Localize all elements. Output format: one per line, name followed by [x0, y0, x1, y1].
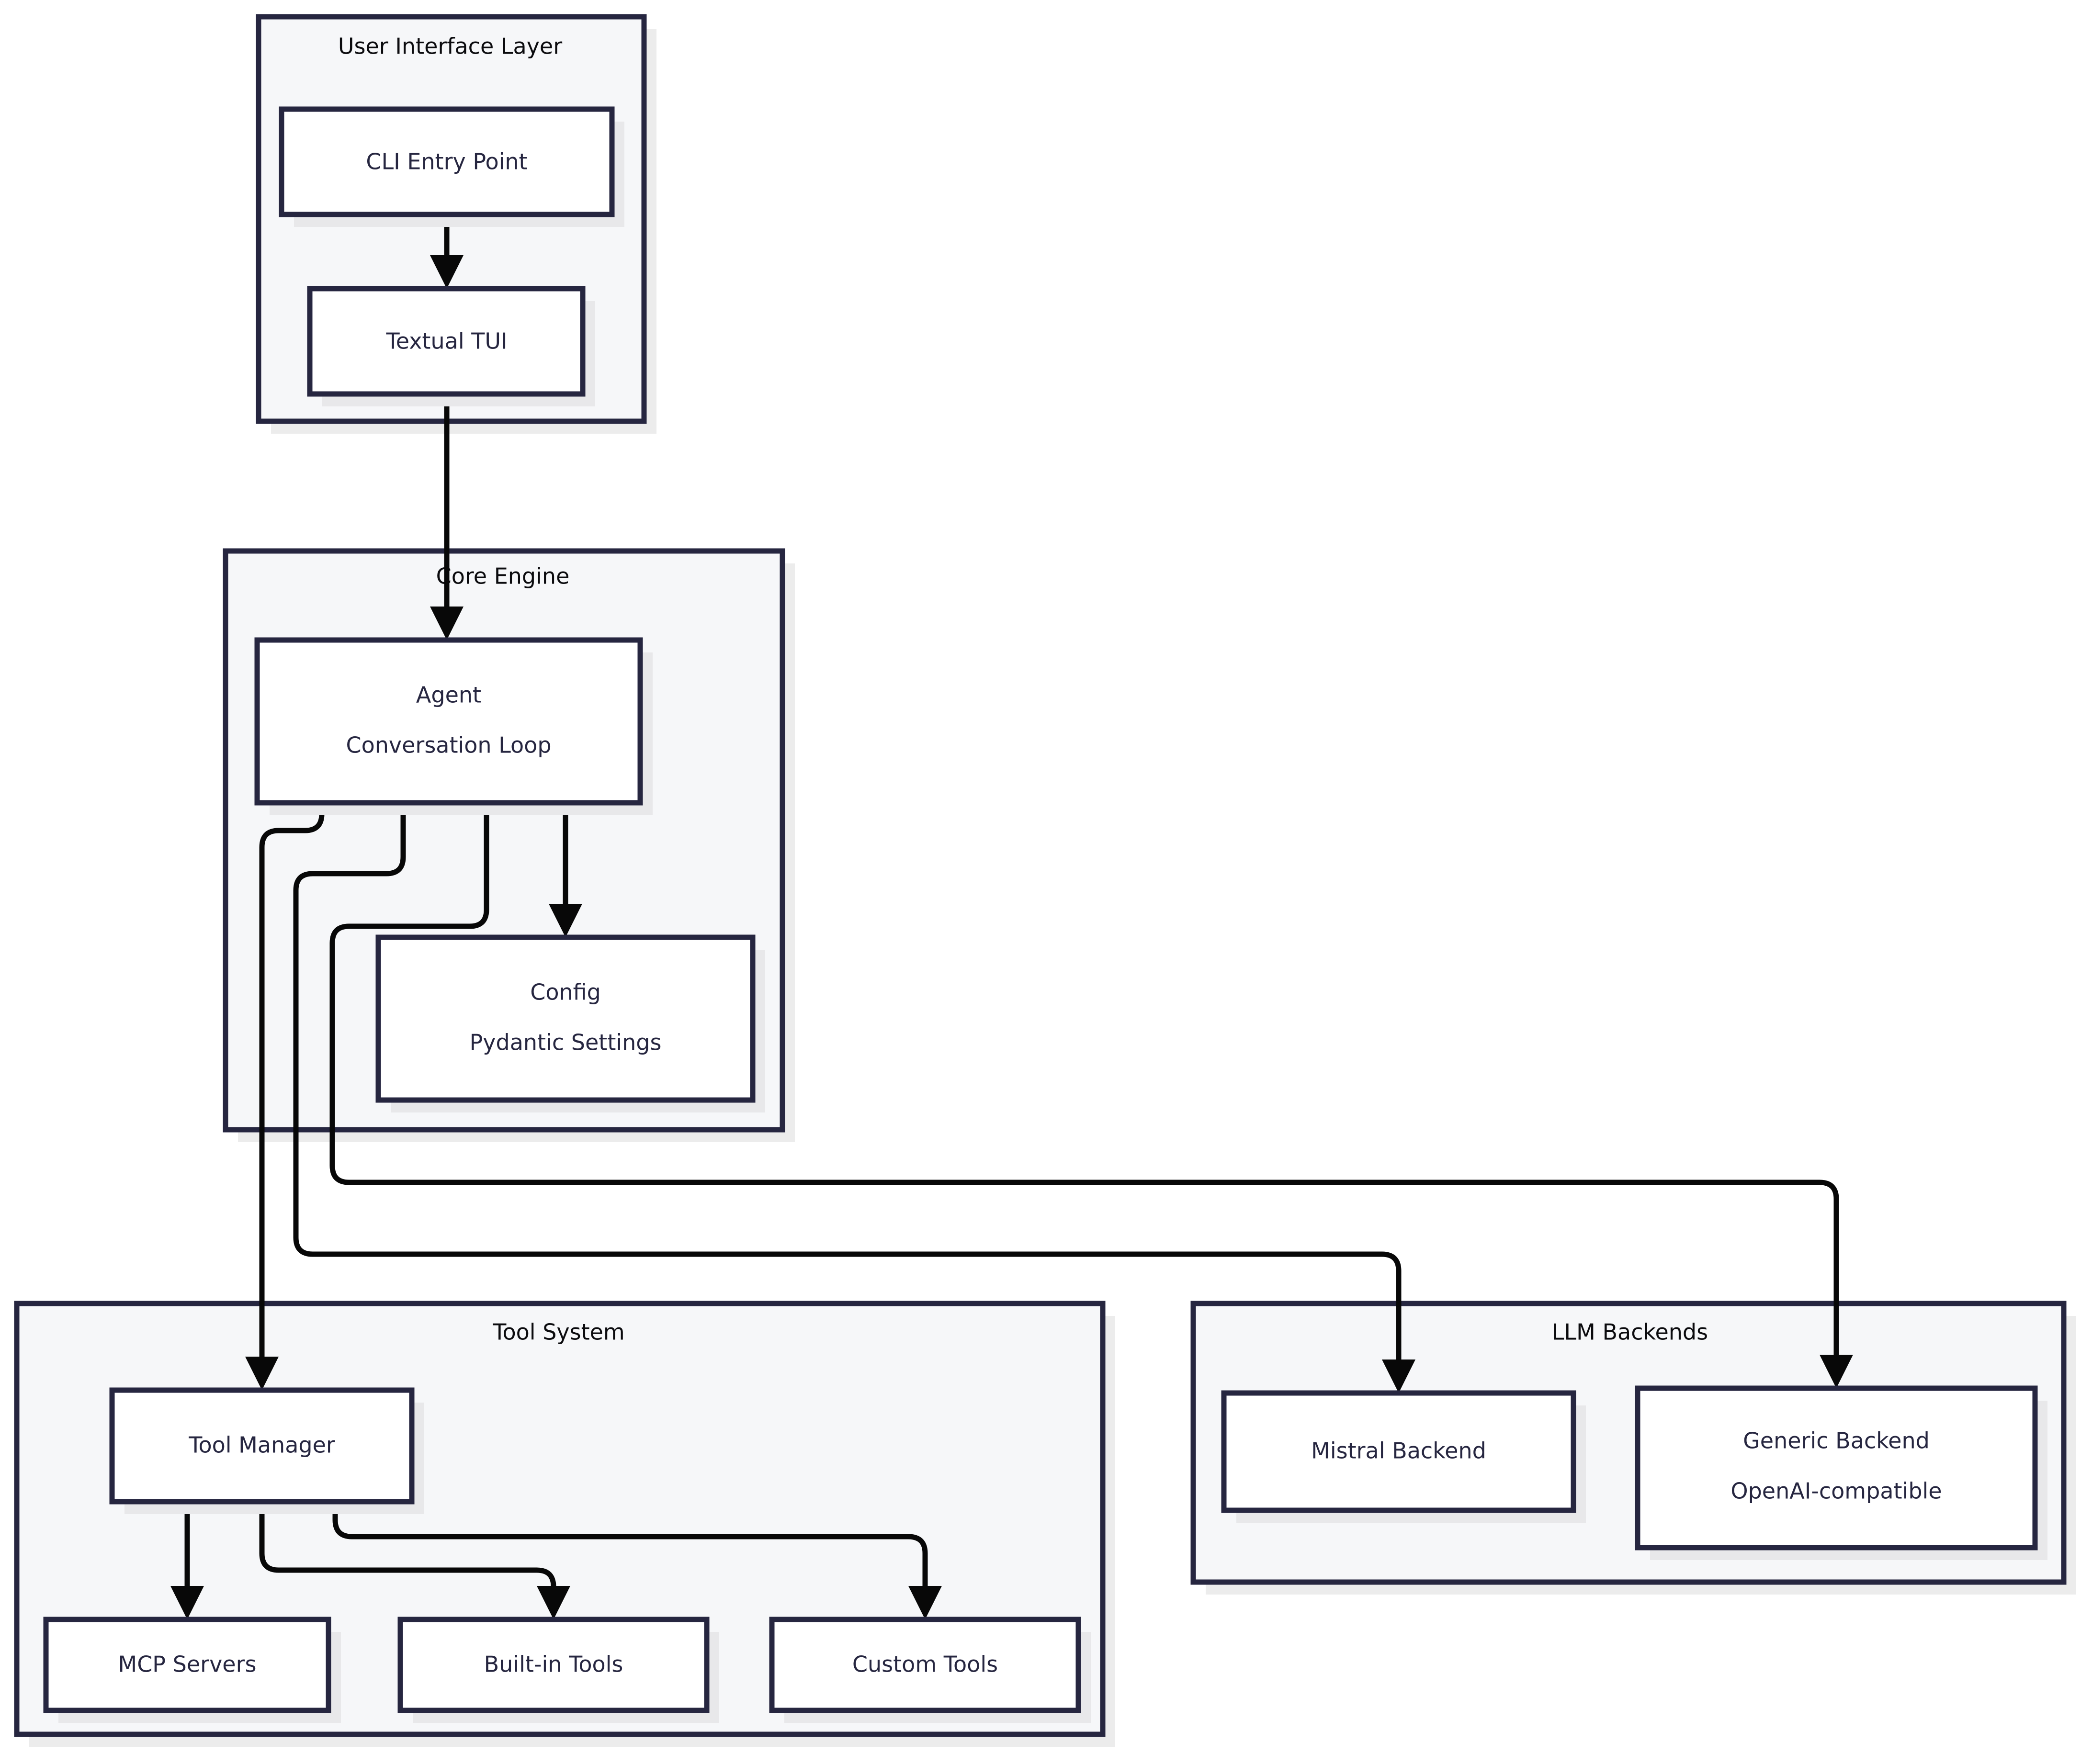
edge-line: [259, 1502, 556, 1599]
node-label-cli-entry-point: CLI Entry Point: [366, 149, 527, 175]
node-box[interactable]: [1221, 1390, 1576, 1513]
node-box[interactable]: [43, 1617, 331, 1713]
node-box[interactable]: [769, 1617, 1081, 1713]
node-label-built-in-tools: Built-in Tools: [484, 1652, 623, 1677]
edge-line: [259, 803, 325, 1370]
node-custom-tools[interactable]: Custom Tools: [769, 1617, 1091, 1723]
edge-tool-manager-to-built-in-tools: [259, 1502, 570, 1619]
node-label-mistral-backend: Mistral Backend: [1311, 1438, 1486, 1464]
node-box[interactable]: [307, 286, 586, 397]
node-cli-entry-point[interactable]: CLI Entry Point: [279, 106, 624, 227]
node-tool-manager[interactable]: Tool Manager: [109, 1387, 424, 1514]
node-label-textual-tui: Textual TUI: [385, 328, 507, 354]
node-mcp-servers[interactable]: MCP Servers: [43, 1617, 341, 1723]
arrow-head-icon: [908, 1586, 942, 1619]
arrow-head-icon: [537, 1586, 570, 1619]
node-label-agent-line1: Agent: [416, 682, 481, 708]
node-box[interactable]: [254, 637, 643, 806]
node-label-tool-manager: Tool Manager: [188, 1432, 335, 1458]
edge-tool-manager-to-mcp-servers: [170, 1502, 204, 1619]
arrow-head-icon: [170, 1586, 204, 1619]
node-label-config-line1: Config: [530, 979, 601, 1005]
subgraph-label-tool-system: Tool System: [492, 1319, 625, 1345]
node-box[interactable]: [1635, 1385, 2038, 1551]
edge-line: [293, 803, 1402, 1373]
arrow-head-icon: [549, 904, 582, 937]
node-mistral-backend[interactable]: Mistral Backend: [1221, 1390, 1586, 1523]
edge-line: [332, 1502, 928, 1599]
edge-tui-to-agent: [430, 394, 464, 640]
edge-agent-to-tool-manager: [245, 803, 325, 1390]
arrow-head-icon: [1820, 1355, 1853, 1388]
arrow-head-icon: [1382, 1360, 1415, 1393]
node-box[interactable]: [397, 1617, 710, 1713]
edge-agent-to-config: [549, 803, 582, 937]
node-built-in-tools[interactable]: Built-in Tools: [397, 1617, 719, 1723]
node-label-mcp-servers: MCP Servers: [118, 1652, 257, 1677]
edge-line: [329, 803, 1839, 1368]
subgraph-label-ui-layer: User Interface Layer: [338, 34, 562, 59]
node-agent-conversation-loop[interactable]: Agent Conversation Loop: [254, 637, 653, 815]
node-label-generic-backend-line2: OpenAI-compatible: [1730, 1478, 1942, 1504]
node-box[interactable]: [375, 934, 756, 1103]
node-generic-backend[interactable]: Generic Backend OpenAI-compatible: [1635, 1385, 2047, 1560]
edge-agent-to-mistral-backend: [293, 803, 1415, 1393]
subgraph-label-llm-backends: LLM Backends: [1552, 1319, 1708, 1345]
node-label-agent-line2: Conversation Loop: [346, 732, 551, 758]
node-config-pydantic-settings[interactable]: Config Pydantic Settings: [375, 934, 765, 1112]
arrow-head-icon: [430, 255, 464, 289]
edge-tool-manager-to-custom-tools: [332, 1502, 942, 1619]
node-textual-tui[interactable]: Textual TUI: [307, 286, 595, 406]
node-box[interactable]: [279, 106, 615, 217]
node-label-custom-tools: Custom Tools: [852, 1652, 998, 1677]
node-label-generic-backend-line1: Generic Backend: [1743, 1428, 1930, 1454]
node-box[interactable]: [109, 1387, 415, 1505]
node-label-config-line2: Pydantic Settings: [470, 1030, 662, 1056]
arrow-head-icon: [430, 607, 464, 640]
edge-agent-to-generic-backend: [329, 803, 1853, 1388]
arrow-head-icon: [245, 1357, 279, 1390]
subgraph-label-core-engine: Core Engine: [436, 563, 570, 589]
